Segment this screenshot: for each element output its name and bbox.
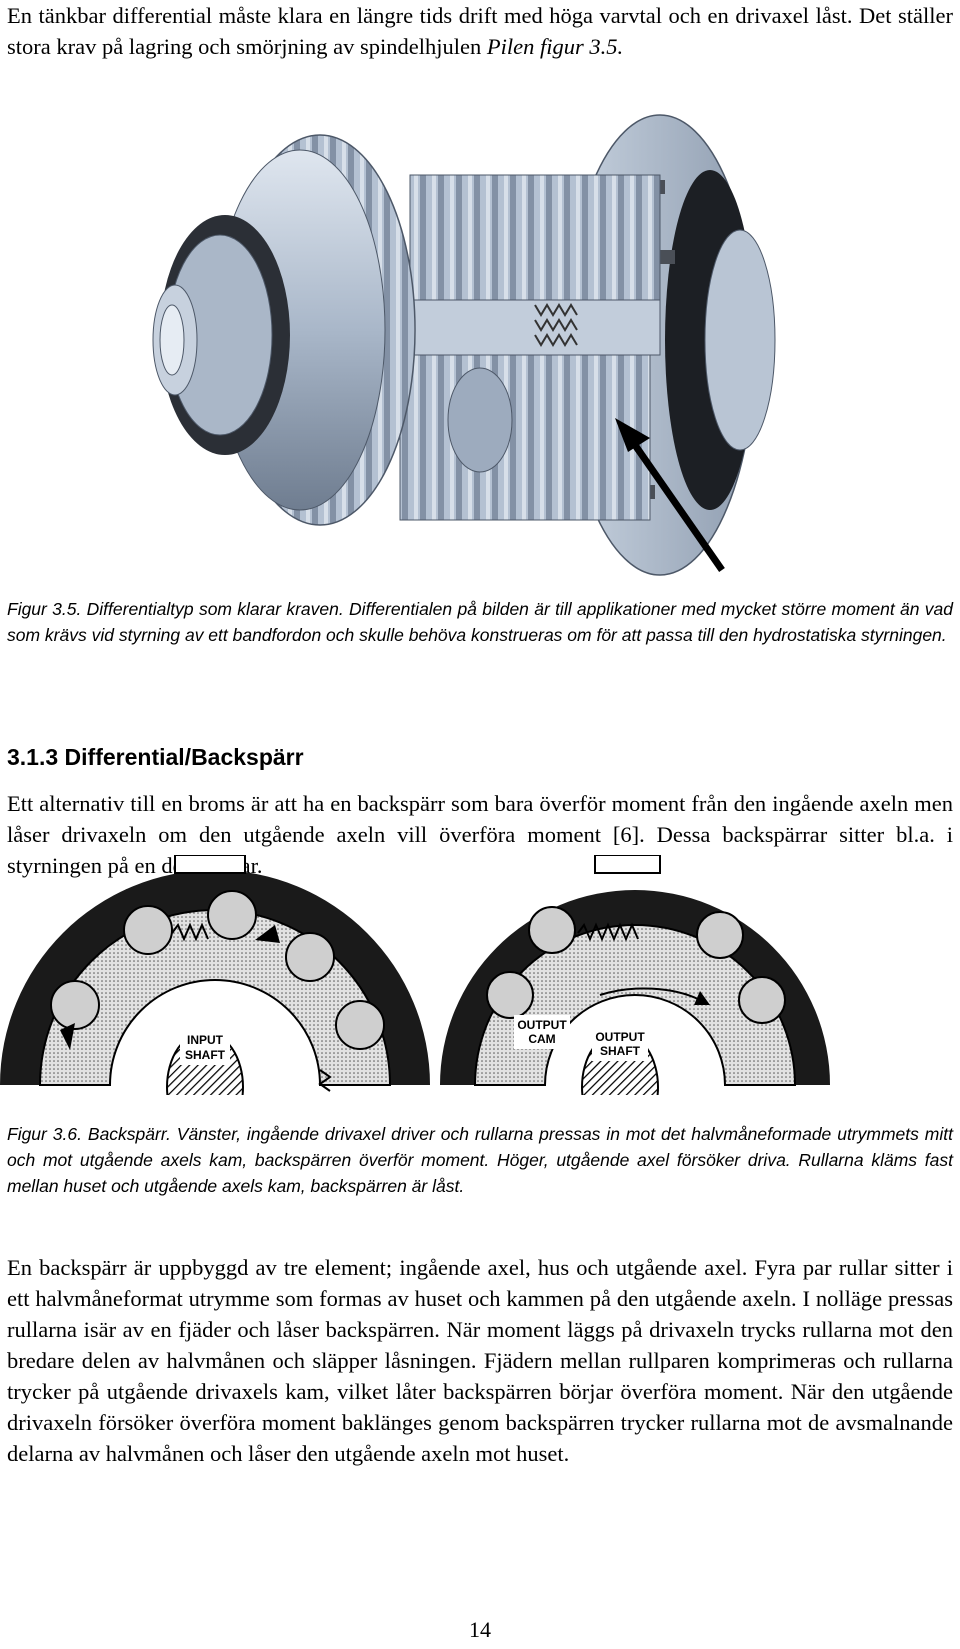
spring-icon [577,922,639,942]
page-number: 14 [469,1617,491,1642]
roller [335,1000,385,1050]
housing-hub [704,229,776,451]
pinion-gear [409,174,661,306]
input-shaft-label-line1: INPUT [187,1033,224,1047]
roller [285,932,335,982]
roller [738,976,786,1024]
backstop-diagram-left: INPUT SHAFT [0,855,430,1095]
spring-icon [171,922,209,942]
figure-3-5-caption: Figur 3.5. Differentialtyp som klarar kr… [7,599,953,645]
output-cam-label-line2: CAM [528,1032,555,1046]
axle-bore [159,304,185,376]
roller [207,890,257,940]
spring-icon [318,1069,332,1092]
direction-arrow-icon [255,925,280,943]
direction-arrow-icon [60,1023,75,1050]
differential-figure [152,114,776,576]
input-shaft-label-line2: SHAFT [185,1048,226,1062]
body-paragraph: En backspärr är uppbyggd av tre element;… [7,1255,953,1466]
section-paragraph: Ett alternativ till en broms är att ha e… [7,791,953,878]
figure-3-6-caption: Figur 3.6. Backspärr. Vänster, ingående … [7,1124,953,1196]
arrowhead-icon [694,991,710,1005]
spring-icon [534,303,578,347]
pinion-gear [399,349,651,521]
rotation-arrow-icon [599,987,701,1001]
pointer-arrow [615,418,725,572]
intro-text: En tänkbar differential måste klara en l… [7,3,953,59]
small-pinion [447,367,513,473]
roller [50,980,100,1030]
section-heading: 3.1.3 Differential/Backspärr [7,744,304,770]
output-shaft-label-line2: SHAFT [600,1044,641,1058]
intro-paragraph: En tänkbar differential måste klara en l… [7,0,953,62]
intro-arrow-reference: Pilen figur 3.5. [486,34,624,59]
roller [486,971,534,1019]
roller [696,911,744,959]
roller [528,906,576,954]
roller [123,905,173,955]
output-shaft-label-line1: OUTPUT [595,1030,645,1044]
backstop-figure: INPUT SHAFT OUTPUT SHAFT OUTPUT CAM [0,855,830,1095]
spindle-shaft [379,299,661,356]
output-cam-label-line1: OUTPUT [517,1018,567,1032]
backstop-diagram-right: OUTPUT SHAFT OUTPUT CAM [440,855,830,1095]
